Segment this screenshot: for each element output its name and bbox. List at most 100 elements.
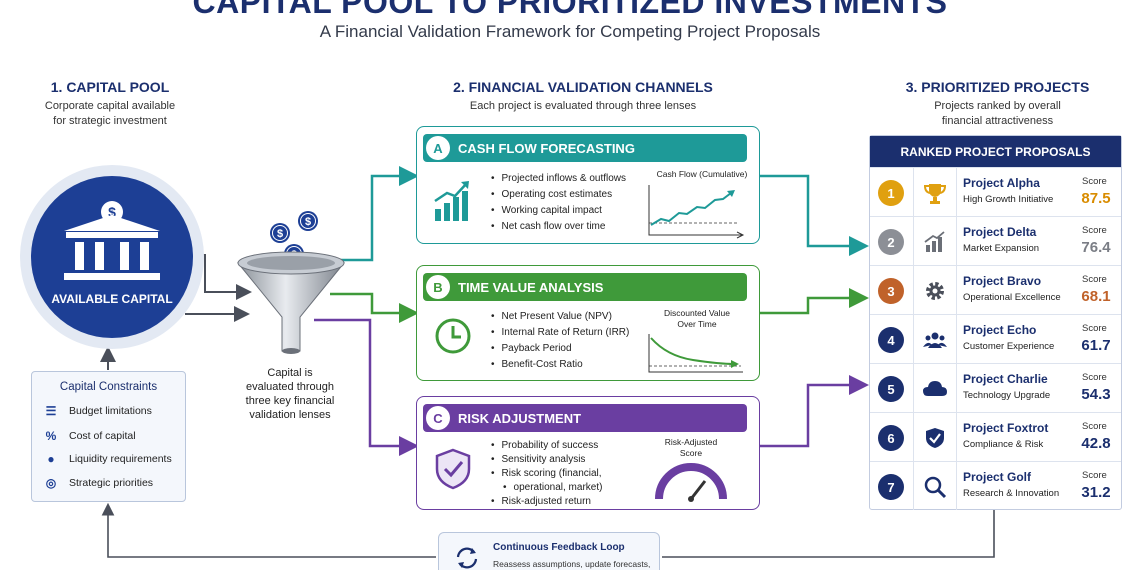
- rank-badge: 1: [878, 180, 904, 206]
- capital-pool-desc-line1: Corporate capital available: [44, 100, 176, 112]
- project-score: 54.3: [1081, 386, 1111, 403]
- project-score: 87.5: [1081, 190, 1111, 207]
- card-letter-badge: C: [426, 406, 450, 430]
- project-score: 31.2: [1081, 484, 1111, 501]
- ranked-projects-title: RANKED PROJECT PROPOSALS: [870, 136, 1121, 167]
- project-category: Technology Upgrade: [963, 390, 1051, 401]
- capital-constraints-box: Capital Constraints ☰ Budget limitations…: [31, 371, 186, 502]
- magnifier-icon: [922, 474, 948, 500]
- cash-flow-header: A CASH FLOW FORECASTING: [423, 134, 747, 162]
- risk-adjustment-bullets: Probability of success Sensitivity analy…: [491, 439, 603, 509]
- score-label: Score: [1082, 372, 1107, 383]
- funnel-icon: $ $ $: [237, 211, 345, 354]
- risk-adjustment-header: C RISK ADJUSTMENT: [423, 404, 747, 432]
- clock-icon: [435, 318, 471, 354]
- page-title: CAPITAL POOL TO PRIORITIZED INVESTMENTS: [192, 0, 948, 20]
- feedback-loop-box: Continuous Feedback Loop Reassess assump…: [438, 532, 660, 570]
- project-name: Project Charlie: [963, 372, 1048, 386]
- project-name: Project Echo: [963, 323, 1037, 337]
- score-label: Score: [1082, 176, 1107, 187]
- growth-chart-icon: [434, 181, 469, 221]
- validation-channels-desc: Each project is evaluated through three …: [469, 100, 697, 112]
- shield-icon: [922, 425, 948, 451]
- project-name: Project Foxtrot: [963, 421, 1049, 435]
- people-icon: [922, 327, 948, 353]
- rank-badge: 4: [878, 327, 904, 353]
- percent-icon: %: [45, 429, 57, 443]
- score-label: Score: [1082, 421, 1107, 432]
- project-category: High Growth Initiative: [963, 194, 1054, 205]
- card-letter-badge: A: [426, 136, 450, 160]
- time-value-header: B TIME VALUE ANALYSIS: [423, 273, 747, 301]
- project-name: Project Alpha: [963, 176, 1040, 190]
- project-score: 61.7: [1081, 337, 1111, 354]
- prioritized-projects-desc-line2: financial attractiveness: [941, 115, 1054, 127]
- card-title: CASH FLOW FORECASTING: [458, 140, 635, 156]
- constraint-item: % Cost of capital: [42, 429, 136, 443]
- coin-icon: $: [270, 223, 290, 243]
- svg-text:$: $: [108, 204, 116, 220]
- project-score: 42.8: [1081, 435, 1111, 452]
- rank-badge: 5: [878, 376, 904, 402]
- cash-flow-mini-chart: [648, 185, 745, 239]
- risk-gauge: [655, 463, 727, 502]
- bank-icon: $: [64, 201, 160, 280]
- time-value-mini-chart-title: Discounted Value Over Time: [664, 308, 730, 329]
- rank-badge: 3: [878, 278, 904, 304]
- funnel-caption: Capital is evaluated through three key f…: [245, 367, 335, 421]
- risk-adjustment-card: C RISK ADJUSTMENT Probability of success…: [416, 396, 760, 510]
- capital-pool-desc-line2: for strategic investment: [53, 115, 167, 127]
- project-category: Research & Innovation: [963, 488, 1060, 499]
- shield-check-icon: [435, 448, 471, 490]
- cash-flow-mini-chart-title: Cash Flow (Cumulative): [656, 169, 748, 179]
- project-name: Project Golf: [963, 470, 1032, 484]
- rank-badge: 6: [878, 425, 904, 451]
- cloud-icon: [922, 376, 948, 402]
- feedback-title: Continuous Feedback Loop: [493, 542, 625, 553]
- score-label: Score: [1082, 225, 1107, 236]
- constraint-item: ● Liquidity requirements: [42, 452, 171, 466]
- section-heading-capital-pool: 1. CAPITAL POOL: [50, 79, 170, 95]
- project-score: 68.1: [1081, 288, 1111, 305]
- page-subtitle: A Financial Validation Framework for Com…: [319, 22, 821, 41]
- svg-text:$: $: [277, 228, 283, 240]
- section-heading-validation-channels: 2. FINANCIAL VALIDATION CHANNELS: [453, 79, 713, 95]
- time-value-card: B TIME VALUE ANALYSIS Net Present Value …: [416, 265, 760, 381]
- project-category: Operational Excellence: [963, 292, 1061, 303]
- score-label: Score: [1082, 323, 1107, 334]
- trophy-icon: [922, 180, 948, 206]
- project-category: Market Expansion: [963, 243, 1040, 254]
- prioritized-projects-desc-line1: Projects ranked by overall: [934, 100, 1061, 112]
- time-value-bullets: Net Present Value (NPV) Internal Rate of…: [491, 309, 630, 373]
- target-icon: ◎: [45, 476, 57, 490]
- gear-icon: [922, 278, 948, 304]
- risk-mini-chart-title: Risk-Adjusted Score: [664, 437, 718, 458]
- refresh-icon: [456, 547, 478, 569]
- constraint-item: ◎ Strategic priorities: [42, 476, 153, 490]
- card-title: RISK ADJUSTMENT: [458, 410, 582, 426]
- card-letter-badge: B: [426, 275, 450, 299]
- time-value-mini-chart: [648, 334, 743, 373]
- card-title: TIME VALUE ANALYSIS: [458, 279, 604, 295]
- constraint-item: ☰ Budget limitations: [42, 404, 152, 418]
- rank-badge: 2: [878, 229, 904, 255]
- cash-flow-card: A CASH FLOW FORECASTING Projected inflow…: [416, 126, 760, 244]
- project-name: Project Delta: [963, 225, 1037, 239]
- section-heading-prioritized-projects: 3. PRIORITIZED PROJECTS: [905, 79, 1090, 95]
- coin-icon: $: [298, 211, 318, 231]
- score-label: Score: [1082, 274, 1107, 285]
- constraints-title: Capital Constraints: [59, 381, 158, 393]
- feedback-subtitle: Reassess assumptions, update forecasts,: [493, 559, 651, 569]
- score-label: Score: [1082, 470, 1107, 481]
- project-category: Compliance & Risk: [963, 439, 1044, 450]
- project-score: 76.4: [1081, 239, 1111, 256]
